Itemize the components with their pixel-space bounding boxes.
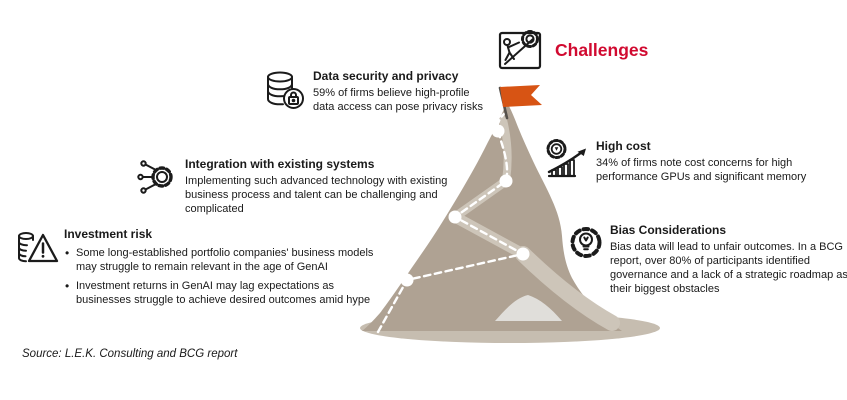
person-pushing-gear-uphill-icon <box>498 30 542 70</box>
summit-flag <box>498 85 542 120</box>
source-note: Source: L.E.K. Consulting and BCG report <box>22 348 238 360</box>
mountain-body <box>362 102 622 331</box>
database-lock-icon <box>267 71 304 109</box>
mountain-illustration <box>360 85 660 343</box>
section-body: 34% of firms note cost concerns for high… <box>596 157 807 183</box>
gear-lightbulb-icon <box>570 227 602 258</box>
section-body: Implementing such advanced technology wi… <box>185 175 448 215</box>
page-title: Challenges <box>555 39 649 60</box>
section-heading: High cost <box>596 139 651 153</box>
coins-warning-icon <box>18 232 59 263</box>
section-bias-considerations: Bias Considerations Bias data will lead … <box>566 223 847 296</box>
section-high-cost: High cost 34% of firms note cost concern… <box>545 139 836 185</box>
snow-patch <box>495 295 562 321</box>
coin-growth-chart-icon <box>546 139 586 178</box>
section-data-security: Data security and privacy 59% of firms b… <box>263 69 493 115</box>
gear-network-icon <box>137 160 173 194</box>
challenges-title-block: Challenges <box>496 26 648 74</box>
section-heading: Integration with existing systems <box>185 157 375 171</box>
section-heading: Bias Considerations <box>610 223 727 237</box>
section-integration: Integration with existing systems Implem… <box>136 157 449 217</box>
bullet-item: Investment returns in GenAI may lag expe… <box>64 279 374 308</box>
bullet-item: Some long-established portfolio companie… <box>64 246 374 275</box>
waypoint-dots <box>400 124 530 287</box>
section-heading: Investment risk <box>64 227 153 241</box>
section-body: Bias data will lead to unfair outcomes. … <box>610 241 847 295</box>
section-body: 59% of firms believe high-profile data a… <box>313 87 483 113</box>
section-investment-risk: Investment risk Some long-established po… <box>16 227 374 307</box>
section-heading: Data security and privacy <box>313 69 459 83</box>
